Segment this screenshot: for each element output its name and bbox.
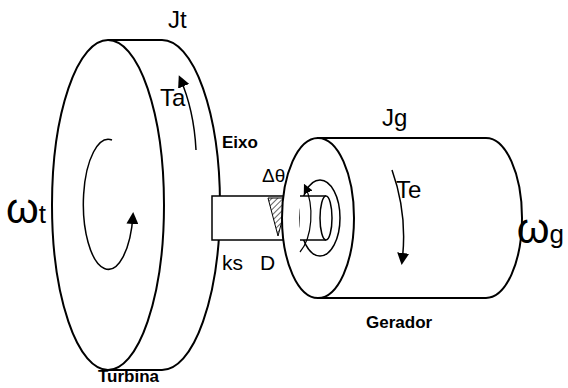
angle-label: Δθ	[262, 166, 285, 185]
inertia-label: Jg	[382, 106, 407, 130]
shaft	[212, 196, 330, 240]
damping-label: D	[260, 252, 275, 273]
inertia-label: Jt	[168, 8, 187, 32]
part-name: Gerador	[366, 314, 432, 331]
speed-label: ωg	[517, 208, 564, 250]
part-name: Eixo	[222, 134, 258, 151]
turbine-disk	[52, 40, 220, 370]
stiffness-label: ks	[222, 252, 243, 273]
generator-cylinder	[282, 138, 522, 298]
torque-label: Ta	[160, 86, 185, 110]
speed-label: ωt	[6, 188, 46, 230]
torque-label: Te	[396, 178, 421, 202]
part-name: Turbina	[98, 368, 159, 385]
